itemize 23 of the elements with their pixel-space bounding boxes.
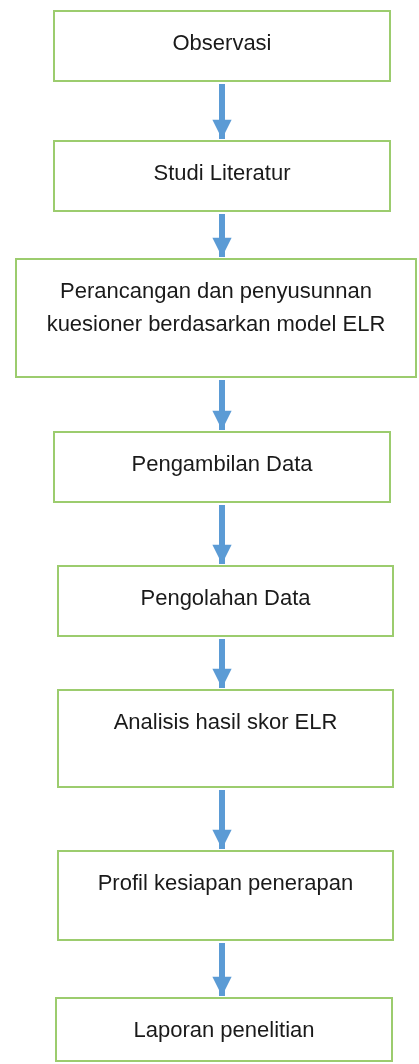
arrow	[212, 214, 232, 257]
step-label: Perancangan dan penyusunnan kuesioner berdasarkan model ELR	[45, 277, 387, 338]
step-label: Studi Literatur	[153, 159, 291, 187]
step-label: Laporan penelitian	[133, 1016, 315, 1044]
process-box	[53, 10, 391, 82]
step-label: Pengolahan Data	[140, 584, 311, 612]
arrow	[212, 380, 232, 430]
step-label: Analisis hasil skor ELR	[113, 708, 338, 736]
step-label: Pengambilan Data	[131, 450, 313, 478]
step-label: Profil kesiapan penerapan	[97, 869, 354, 897]
arrow	[212, 790, 232, 849]
process-box	[55, 997, 393, 1062]
arrow	[212, 84, 232, 139]
process-box	[53, 140, 391, 212]
arrow	[212, 943, 232, 996]
step-label: Observasi	[172, 29, 272, 57]
process-box	[53, 431, 391, 503]
process-box	[57, 850, 394, 941]
arrow	[212, 505, 232, 564]
process-box	[15, 258, 417, 378]
process-box	[57, 689, 394, 788]
process-box	[57, 565, 394, 637]
arrow	[212, 639, 232, 688]
